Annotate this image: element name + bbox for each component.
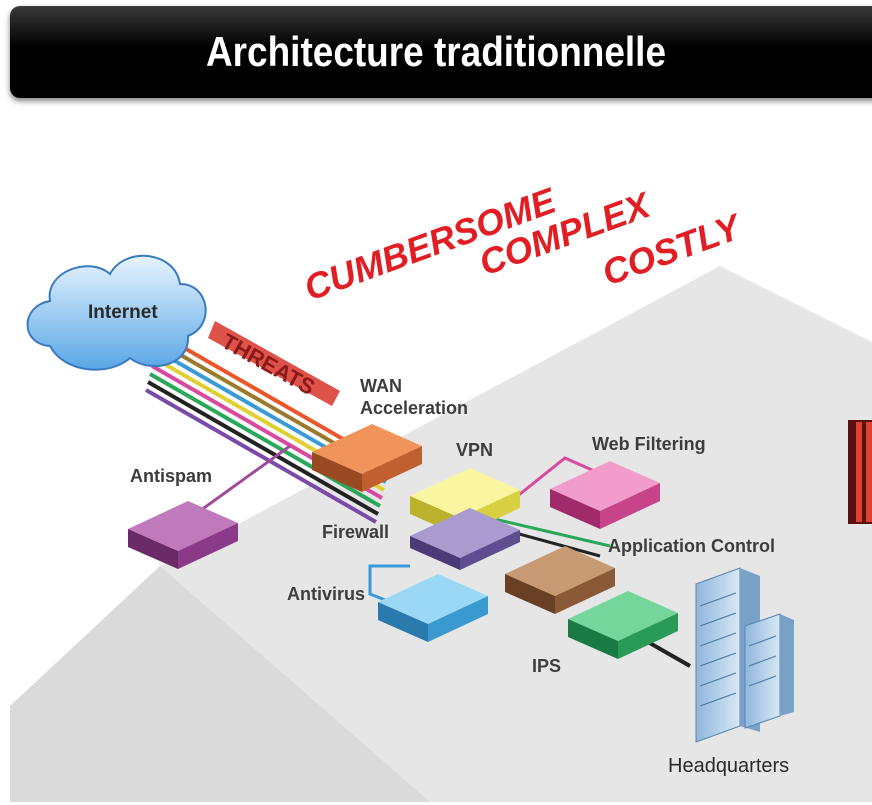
wan-label-line2: Acceleration bbox=[360, 398, 468, 418]
vpn-label: VPN bbox=[456, 440, 493, 460]
device-antivirus bbox=[378, 574, 488, 642]
wan-label-line1: WAN bbox=[360, 376, 402, 396]
web-filtering-label: Web Filtering bbox=[592, 434, 706, 454]
floor-lower bbox=[10, 566, 430, 802]
headquarters-label: Headquarters bbox=[668, 755, 789, 777]
device-wan-acceleration bbox=[312, 424, 422, 492]
device-application-control bbox=[505, 546, 615, 614]
antispam-label: Antispam bbox=[130, 466, 212, 486]
antivirus-label: Antivirus bbox=[287, 584, 365, 604]
network-diagram: THREATS Internet bbox=[10, 179, 872, 802]
internet-label: Internet bbox=[88, 302, 158, 323]
internet-cloud bbox=[26, 254, 207, 371]
threats-label: THREATS bbox=[218, 329, 320, 400]
offscreen-device-edge bbox=[848, 420, 872, 524]
headquarters-buildings bbox=[695, 567, 794, 743]
device-antispam bbox=[128, 501, 238, 569]
device-web-filtering bbox=[550, 461, 660, 529]
application-control-label: Application Control bbox=[608, 536, 775, 556]
title-bar bbox=[10, 6, 872, 98]
threats-streak bbox=[208, 321, 340, 406]
slide-title: Architecture traditionnelle bbox=[205, 28, 667, 75]
firewall-label: Firewall bbox=[322, 522, 389, 542]
device-ips bbox=[568, 591, 678, 659]
device-firewall bbox=[410, 508, 520, 570]
wan-acceleration-label: WAN Acceleration bbox=[360, 376, 468, 418]
ips-label: IPS bbox=[532, 656, 561, 676]
